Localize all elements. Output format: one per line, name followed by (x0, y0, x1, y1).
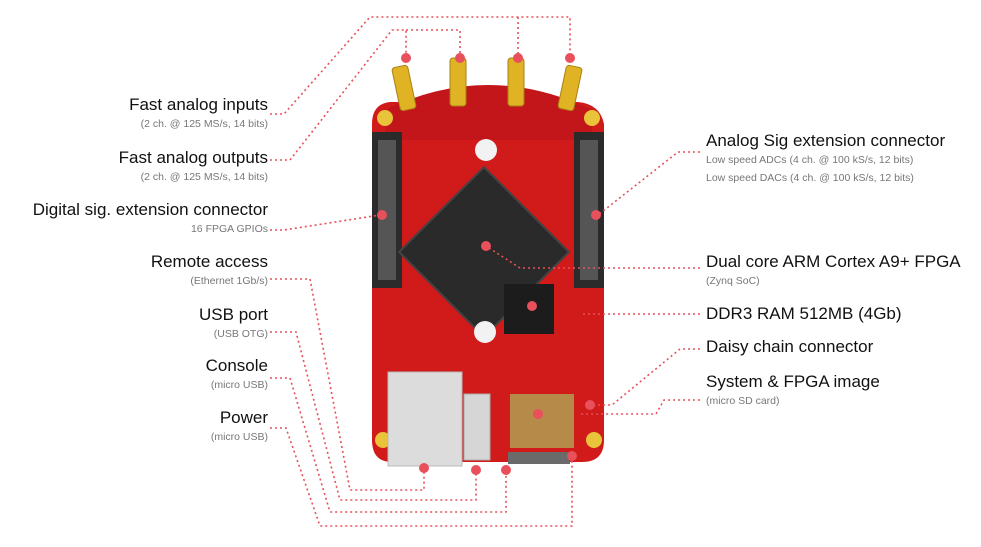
leader-lines (270, 16, 700, 527)
leader-fast-analog-outputs (270, 29, 407, 161)
label-fast-analog-inputs: Fast analog inputs (2 ch. @ 125 MS/s, 14 … (129, 95, 268, 133)
leader-remote-access (270, 278, 425, 491)
mount-hole (584, 110, 600, 126)
target-dot (527, 301, 537, 311)
label-subtitle: (Zynq SoC) (706, 275, 760, 287)
sd-card-slot (510, 394, 574, 448)
label-title: System & FPGA image (706, 372, 880, 391)
leader-power (270, 427, 573, 527)
target-dot (567, 451, 577, 461)
target-dot (401, 53, 411, 63)
target-dot (377, 210, 387, 220)
label-subtitle: (USB OTG) (213, 328, 268, 340)
target-dot (471, 465, 481, 475)
label-title: DDR3 RAM 512MB (4Gb) (706, 304, 902, 323)
leader-daisy-chain (592, 348, 700, 406)
label-title: Fast analog inputs (129, 95, 268, 114)
pcb-top-arc (385, 85, 592, 140)
label-digital-ext: Digital sig. extension connector 16 FPGA … (33, 200, 268, 238)
label-subtitle: Low speed ADCs (4 ch. @ 100 kS/s, 12 bit… (706, 154, 914, 166)
micro-usb (508, 452, 570, 464)
usb-connector (463, 393, 491, 461)
sma-connectors (391, 57, 583, 112)
label-subtitle: (2 ch. @ 125 MS/s, 14 bits) (140, 118, 268, 130)
label-ddr3: DDR3 RAM 512MB (4Gb) (706, 304, 902, 324)
label-title: Dual core ARM Cortex A9+ FPGA (706, 252, 961, 271)
mount-hole (377, 110, 393, 126)
label-subtitle: (Ethernet 1Gb/s) (190, 275, 268, 287)
label-usb-port: USB port (USB OTG) (199, 305, 268, 343)
target-dot (481, 241, 491, 251)
leader-arm-fpga (485, 245, 700, 269)
mount-hole (375, 432, 391, 448)
leader-system-image (580, 399, 700, 415)
target-dot (501, 465, 511, 475)
target-dot (591, 210, 601, 220)
mount-hole (586, 432, 602, 448)
label-power: Power (micro USB) (211, 408, 268, 446)
label-title: Digital sig. extension connector (32, 200, 268, 219)
label-fast-analog-outputs: Fast analog outputs (2 ch. @ 125 MS/s, 14… (119, 148, 268, 186)
label-subtitle: (2 ch. @ 125 MS/s, 14 bits) (140, 171, 268, 183)
label-subtitle: (micro SD card) (706, 395, 780, 407)
label-title: Remote access (150, 252, 268, 271)
label-remote-access: Remote access (Ethernet 1Gb/s) (151, 252, 268, 290)
label-title: Fast analog outputs (118, 148, 268, 167)
label-title: Power (219, 408, 268, 427)
label-title: Daisy chain connector (706, 337, 874, 356)
leader-fast-analog-outputs-b (406, 29, 461, 58)
leader-digital-ext (270, 214, 381, 231)
target-dot (585, 400, 595, 410)
label-subtitle: 16 FPGA GPIOs (190, 223, 268, 235)
white-spacer (474, 321, 496, 343)
target-dot (419, 463, 429, 473)
white-spacer (475, 139, 497, 161)
label-console: Console (micro USB) (206, 356, 268, 394)
ethernet-jack (387, 371, 463, 467)
label-daisy-chain: Daisy chain connector (706, 337, 873, 357)
leader-analog-ext (597, 151, 700, 216)
target-dot (565, 53, 575, 63)
label-title: Analog Sig extension connector (706, 131, 946, 150)
target-dot (455, 53, 465, 63)
label-title: USB port (199, 305, 268, 324)
leader-usb-port (270, 331, 477, 501)
label-subtitle: Low speed DACs (4 ch. @ 100 kS/s, 12 bit… (706, 172, 914, 184)
label-system-image: System & FPGA image (micro SD card) (706, 372, 880, 410)
target-dot (533, 409, 543, 419)
target-dot (513, 53, 523, 63)
label-arm-fpga: Dual core ARM Cortex A9+ FPGA (Zynq SoC) (706, 252, 961, 290)
label-title: Console (205, 356, 268, 375)
label-subtitle: (micro USB) (210, 379, 268, 391)
label-subtitle: (micro USB) (210, 431, 268, 443)
